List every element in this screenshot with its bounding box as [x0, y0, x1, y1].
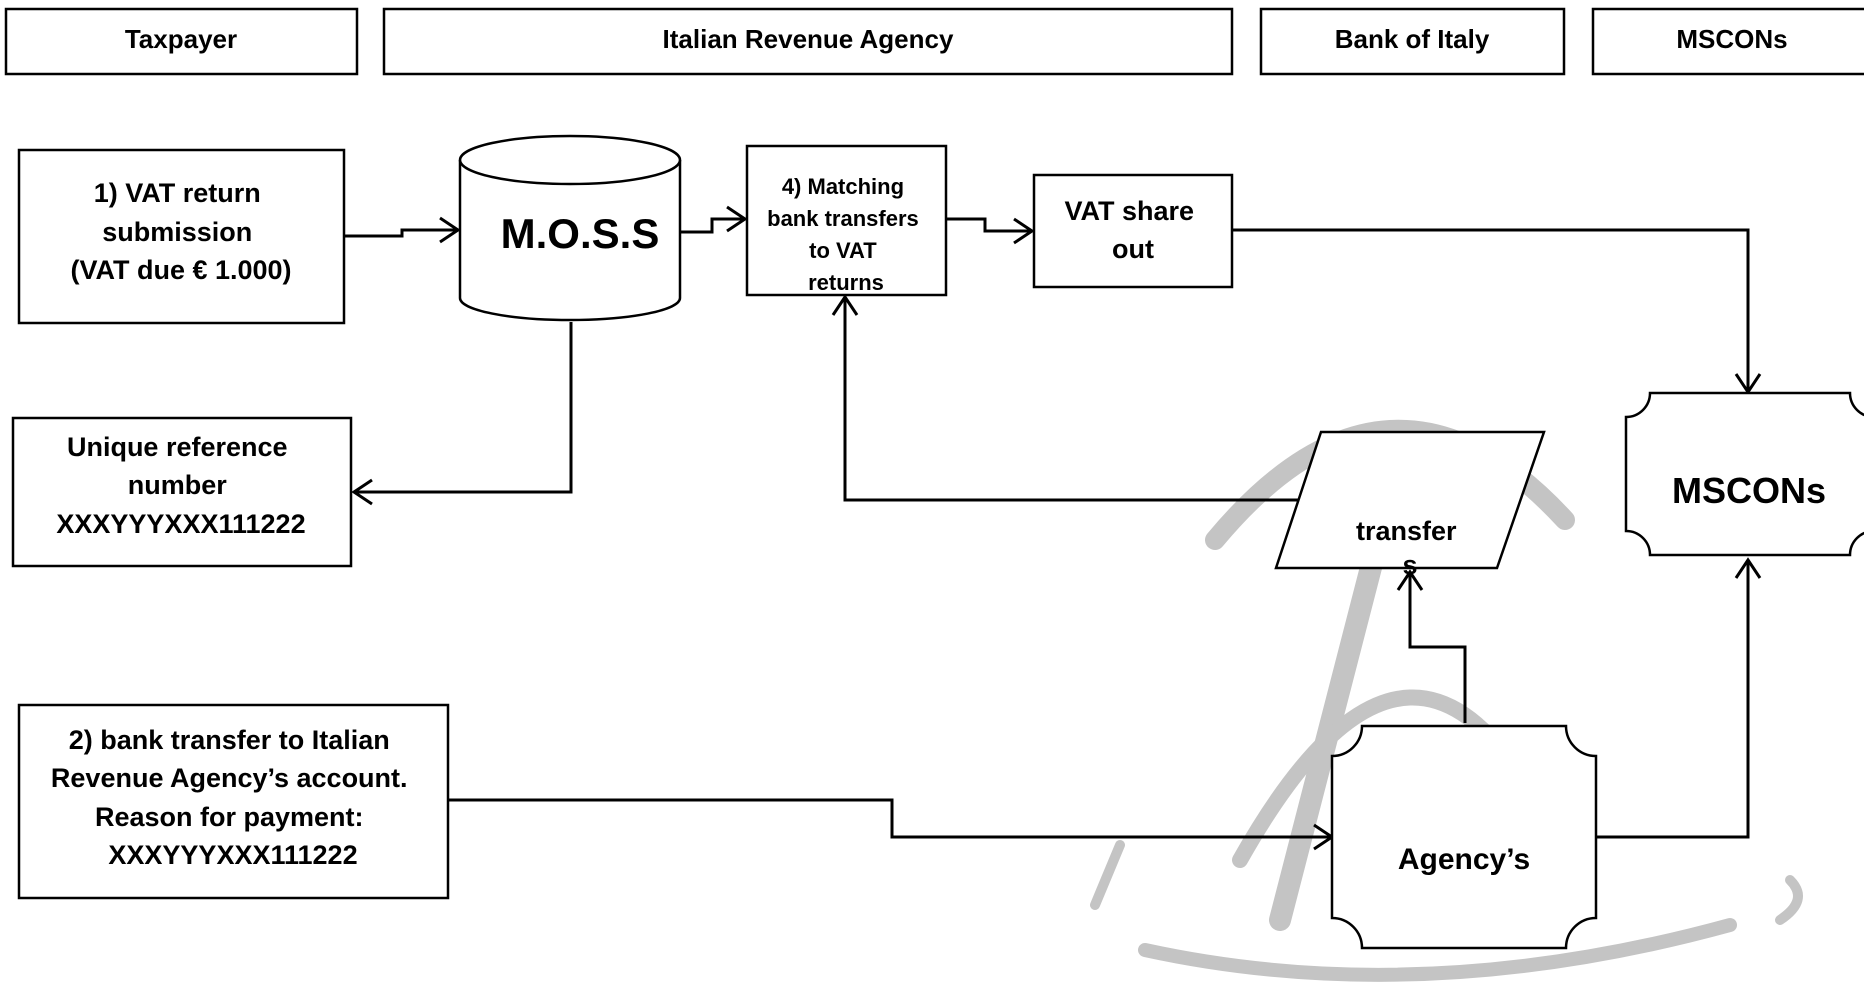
- connector-moss-to-unique-ref: [354, 322, 573, 494]
- matching-line-2: bank transfers: [767, 206, 919, 231]
- agency-node-label: Agency’s: [1398, 843, 1530, 876]
- lane-label-revenue-agency: Italian Revenue Agency: [663, 24, 954, 54]
- vat-return-line-2: submission: [102, 217, 252, 247]
- lane-label-bank-of-italy: Bank of Italy: [1335, 24, 1490, 54]
- moss-label: M.O.S.S: [501, 210, 660, 257]
- connector-transfers-to-matching: [843, 297, 1301, 502]
- mscons-node-label: MSCONs: [1672, 470, 1826, 511]
- moss-database: M.O.S.S: [458, 134, 682, 322]
- unique-ref-line-3: XXXYYYXXX111222: [56, 509, 305, 539]
- mscons-node: MSCONs: [1624, 391, 1864, 557]
- lane-header-mscons: MSCONs: [1591, 7, 1864, 76]
- svg-text:4) Matching bank transfe: 4) Matching bank transfers to VAT return…: [767, 174, 925, 295]
- bank-transfer-line-3: Reason for payment:: [95, 802, 364, 832]
- arrowhead: [726, 205, 748, 233]
- arrowhead: [831, 294, 859, 316]
- transfers-line-2: s: [1402, 550, 1417, 580]
- svg-text:2) bank transfer to Italian: 2) bank transfer to Italian Revenue Agen…: [51, 725, 415, 870]
- vat-return-box: 1) VAT return submission (VAT due € 1.00…: [17, 148, 346, 325]
- arrowhead: [1013, 217, 1035, 245]
- svg-text:transfer s: transfer s: [1356, 516, 1464, 580]
- connector-matching-to-vat-share: [946, 217, 1032, 233]
- matching-line-3: to VAT: [809, 238, 877, 263]
- bank-transfer-line-2: Revenue Agency’s account.: [51, 763, 408, 793]
- transfers-line-1: transfer: [1356, 516, 1457, 546]
- svg-text:VAT share out: VAT share out: [1064, 196, 1201, 264]
- transfers-data-shape: transfer s: [1274, 430, 1546, 580]
- vat-return-line-1: 1) VAT return: [94, 178, 261, 208]
- connector-bank-transfer-to-agency: [449, 798, 1332, 839]
- matching-box: 4) Matching bank transfers to VAT return…: [745, 144, 948, 297]
- vat-share-line-2: out: [1112, 234, 1154, 264]
- arrowhead: [439, 216, 461, 244]
- arrowhead: [1734, 557, 1762, 579]
- lane-label-mscons: MSCONs: [1676, 24, 1787, 54]
- vat-return-line-3: (VAT due € 1.000): [70, 255, 291, 285]
- arrowhead: [1396, 569, 1424, 591]
- lane-header-bank-of-italy: Bank of Italy: [1259, 7, 1566, 76]
- connector-agency-to-mscons: [1590, 560, 1750, 839]
- bank-transfer-line-4: XXXYYYXXX111222: [108, 840, 357, 870]
- agency-node: Agency’s: [1330, 724, 1598, 950]
- connectors: [345, 205, 1762, 851]
- unique-reference-box: Unique reference number XXXYYYXXX111222: [11, 416, 353, 568]
- connector-agency-to-transfers: [1408, 572, 1467, 723]
- unique-ref-line-1: Unique reference: [67, 432, 288, 462]
- connector-vat-return-to-moss: [345, 228, 458, 238]
- connector-vat-share-to-mscons: [1231, 228, 1750, 392]
- bank-transfer-box: 2) bank transfer to Italian Revenue Agen…: [17, 703, 450, 900]
- lane-header-taxpayer: Taxpayer: [4, 7, 359, 76]
- lane-header-revenue-agency: Italian Revenue Agency: [382, 7, 1234, 76]
- vat-share-box: VAT share out: [1032, 173, 1234, 289]
- lane-label-taxpayer: Taxpayer: [125, 24, 237, 54]
- vat-share-line-1: VAT share: [1064, 196, 1194, 226]
- svg-text:1) VAT return submission: 1) VAT return submission (VAT due € 1.00…: [70, 178, 291, 285]
- connector-moss-to-matching: [679, 217, 745, 234]
- bank-transfer-line-1: 2) bank transfer to Italian: [69, 725, 390, 755]
- svg-text:Unique reference number: Unique reference number XXXYYYXXX111222: [56, 432, 305, 539]
- unique-ref-line-2: number: [128, 470, 228, 500]
- matching-line-1: 4) Matching: [782, 174, 904, 199]
- arrowhead: [351, 478, 373, 506]
- matching-line-4: returns: [808, 270, 884, 295]
